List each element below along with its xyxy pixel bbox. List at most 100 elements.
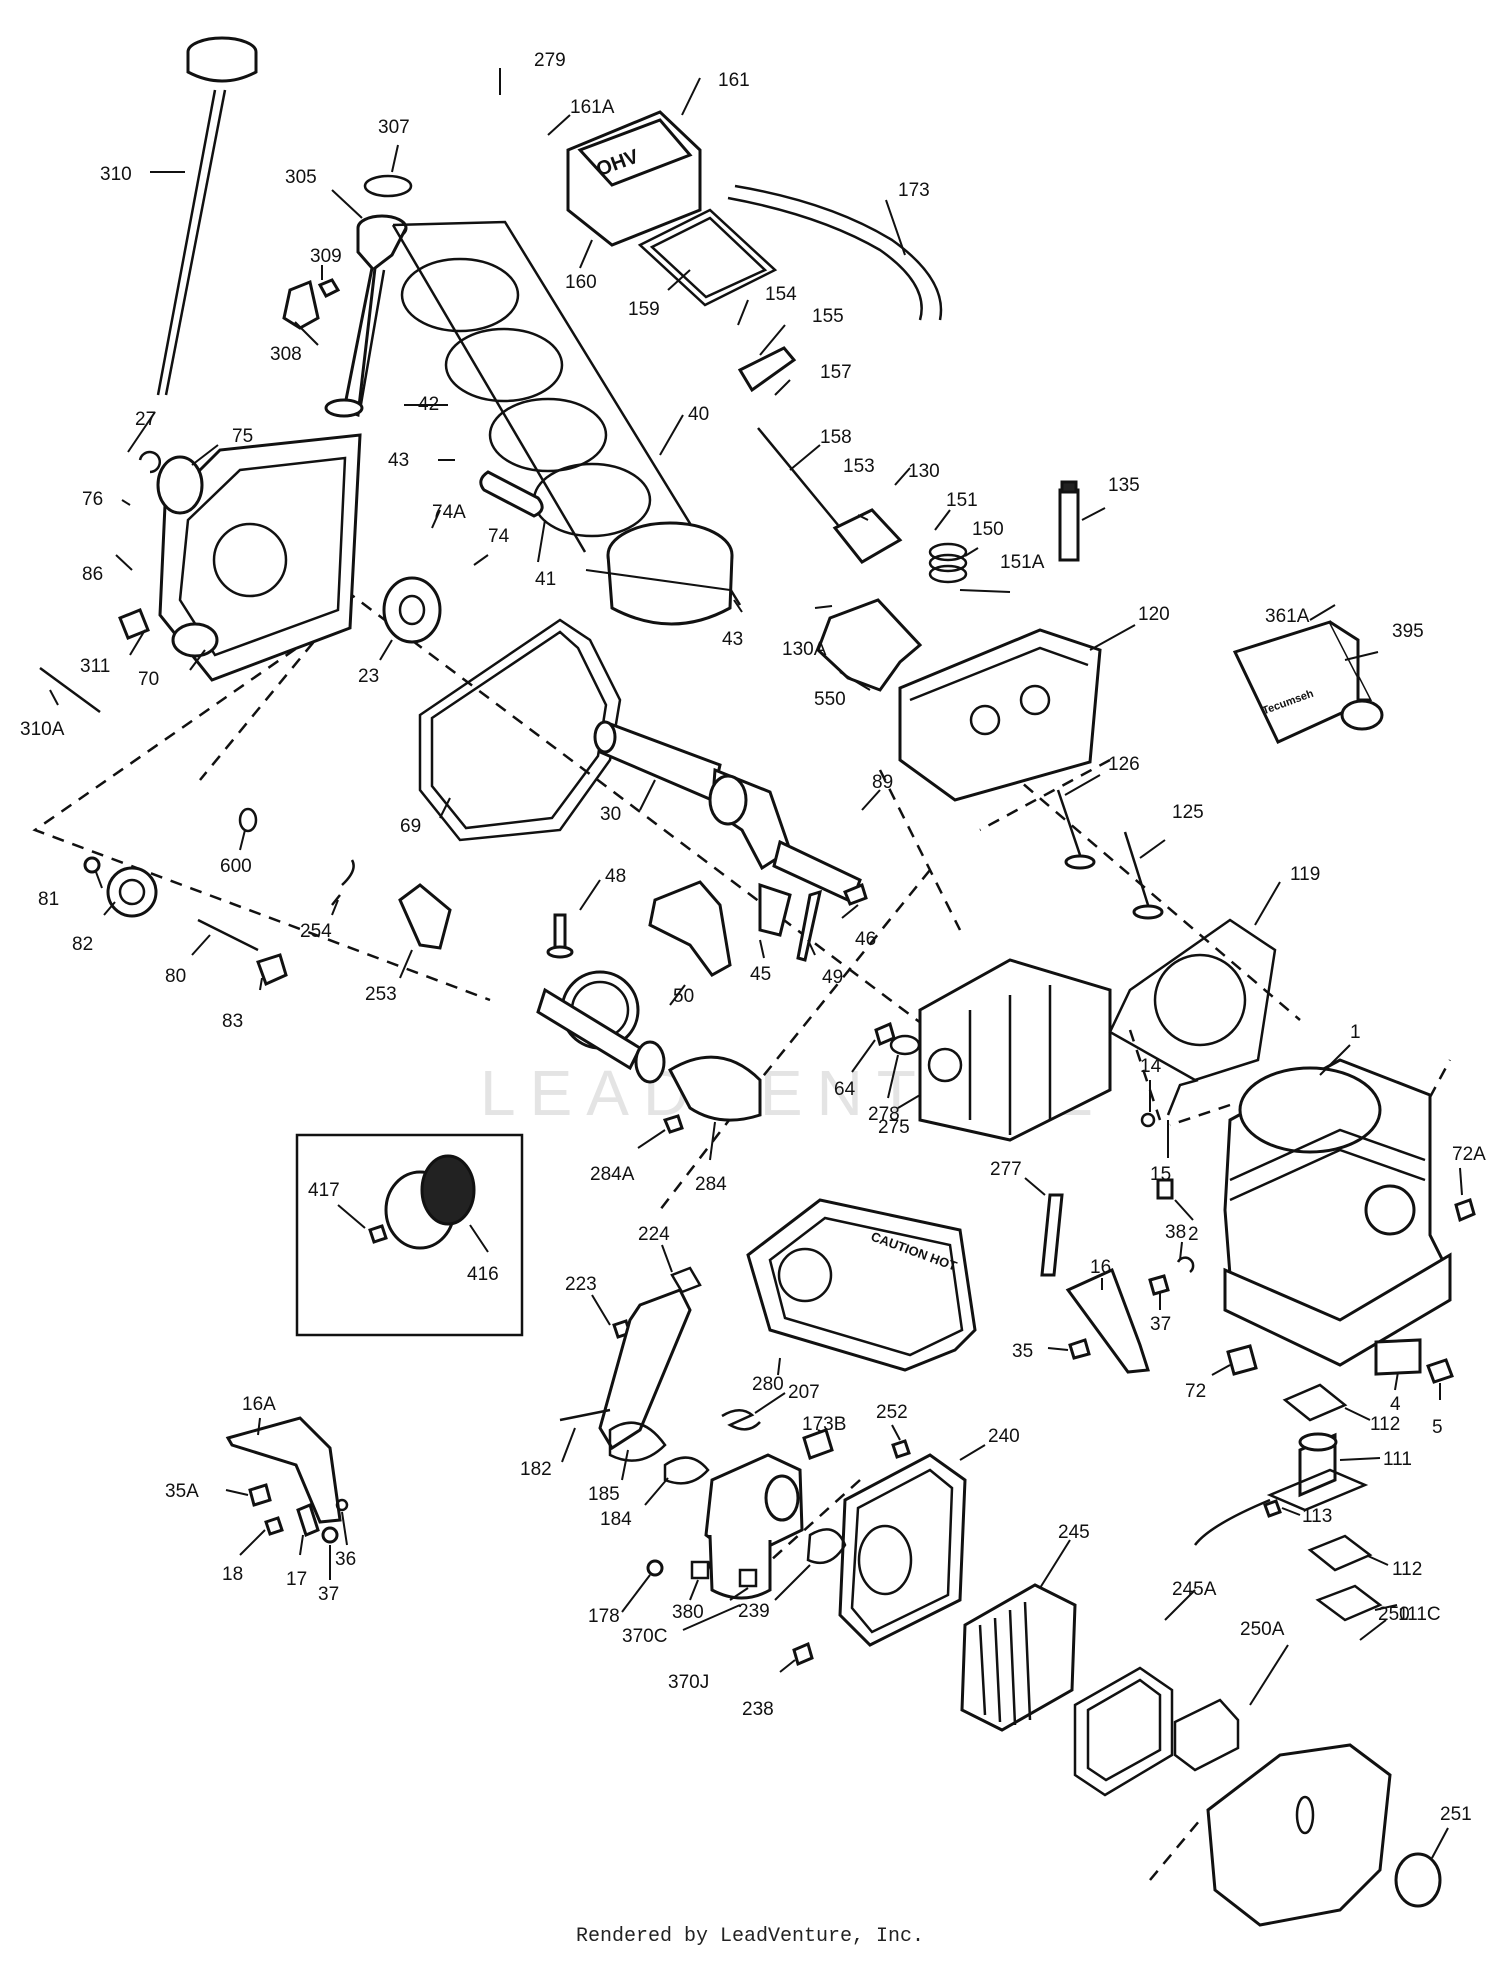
callout-126: 126 <box>1108 754 1140 775</box>
callout-38: 38 <box>1165 1222 1186 1243</box>
callout-161A: 161A <box>570 97 615 118</box>
plug-311 <box>118 608 150 640</box>
callout-125: 125 <box>1172 802 1204 823</box>
nut-5 <box>1426 1358 1454 1384</box>
washer-36 <box>335 1498 349 1512</box>
callout-395: 395 <box>1392 621 1424 642</box>
gasket-111C <box>1315 1584 1383 1622</box>
callout-16A: 16A <box>242 1394 276 1415</box>
callout-251: 251 <box>1440 1804 1472 1825</box>
callout-160: 160 <box>565 272 597 293</box>
gasket-224 <box>670 1266 702 1294</box>
muffler-275 <box>918 958 1112 1142</box>
spring-207 <box>721 1409 761 1431</box>
bolt-46 <box>843 882 868 906</box>
callout-311: 311 <box>80 656 110 677</box>
plug-72 <box>1226 1344 1258 1376</box>
callout-4: 4 <box>1390 1394 1401 1415</box>
callout-41: 41 <box>535 569 556 590</box>
carburetor <box>704 1453 804 1600</box>
bolt-72A <box>1454 1198 1476 1223</box>
starter-395: Tecumseh <box>1232 620 1384 744</box>
crankcase-cover-70 <box>158 433 362 682</box>
callout-43a: 43 <box>388 450 409 471</box>
callout-23: 23 <box>358 666 379 687</box>
callout-600: 600 <box>220 856 252 877</box>
callout-155: 155 <box>812 306 844 327</box>
callout-72: 72 <box>1185 1381 1206 1402</box>
bolt-284A <box>662 1114 684 1134</box>
guide-plate-153 <box>832 508 903 564</box>
footer-credit: Rendered by LeadVenture, Inc. <box>575 1925 925 1948</box>
callout-1: 1 <box>1350 1022 1361 1043</box>
callout-185: 185 <box>588 1484 620 1505</box>
ring-27 <box>138 450 162 474</box>
callout-82: 82 <box>72 934 93 955</box>
callout-151A: 151A <box>1000 552 1045 573</box>
callout-30: 30 <box>600 804 621 825</box>
lever-16 <box>1065 1267 1150 1374</box>
callout-89: 89 <box>872 772 893 793</box>
valve-126 <box>1056 789 1082 856</box>
callout-253: 253 <box>365 984 397 1005</box>
callout-238: 238 <box>742 1699 774 1720</box>
callout-154: 154 <box>765 284 797 305</box>
gasket-69 <box>418 618 622 842</box>
callout-157: 157 <box>820 362 852 383</box>
tag-370C <box>690 1560 710 1580</box>
deflector-550 <box>816 598 923 692</box>
callout-310: 310 <box>100 164 132 185</box>
cylinder-block-1 <box>1223 1058 1452 1367</box>
callout-18: 18 <box>222 1564 243 1585</box>
callout-308: 308 <box>270 344 302 365</box>
callout-15: 15 <box>1150 1164 1171 1185</box>
spark-plug-135 <box>1058 488 1080 562</box>
clip-17 <box>296 1502 320 1538</box>
shaft-80 <box>197 918 259 952</box>
callout-135: 135 <box>1108 475 1140 496</box>
nut-37b <box>321 1526 339 1544</box>
lever-16A <box>225 1416 342 1524</box>
callout-27: 27 <box>135 409 156 430</box>
callout-224: 224 <box>638 1224 670 1245</box>
callout-86: 86 <box>82 564 103 585</box>
callout-178: 178 <box>588 1606 620 1627</box>
pin-2 <box>1156 1178 1174 1200</box>
prefilter-245A <box>1073 1666 1174 1797</box>
gasket-159 <box>637 208 778 307</box>
callout-250: 250 <box>1378 1604 1410 1625</box>
flyweight-83 <box>256 953 288 987</box>
piston-40 <box>606 521 734 626</box>
leader-lines <box>49 68 1463 1859</box>
air-cleaner-cover-250 <box>1206 1743 1392 1927</box>
washer-278 <box>889 1034 921 1056</box>
seal-75 <box>156 455 204 515</box>
callout-46: 46 <box>855 929 876 950</box>
bearing-23 <box>382 576 442 644</box>
screw-252 <box>891 1439 911 1459</box>
cam-weight-284 <box>668 1055 762 1122</box>
oring-307 <box>363 174 413 198</box>
bolt-309 <box>317 278 341 298</box>
callout-5: 5 <box>1432 1417 1443 1438</box>
gasket-112a <box>1282 1383 1348 1422</box>
crankshaft-30 <box>593 719 862 905</box>
callout-80: 80 <box>165 966 186 987</box>
stud-277 <box>1040 1193 1064 1277</box>
callout-207: 207 <box>788 1382 820 1403</box>
bolt-48 <box>553 913 567 952</box>
nut-37a <box>1148 1274 1170 1296</box>
callout-309: 309 <box>310 246 342 267</box>
callout-43b: 43 <box>722 629 743 650</box>
screw-417 <box>368 1224 388 1244</box>
gasket-250A <box>1173 1698 1240 1772</box>
callout-159: 159 <box>628 299 660 320</box>
callout-49: 49 <box>822 967 843 988</box>
callout-70: 70 <box>138 669 159 690</box>
spring-254 <box>331 859 355 906</box>
callout-40: 40 <box>688 404 709 425</box>
screw-18 <box>264 1516 284 1536</box>
clip-308 <box>282 279 320 330</box>
callout-74: 74 <box>488 526 510 547</box>
rocker-155 <box>737 346 797 393</box>
